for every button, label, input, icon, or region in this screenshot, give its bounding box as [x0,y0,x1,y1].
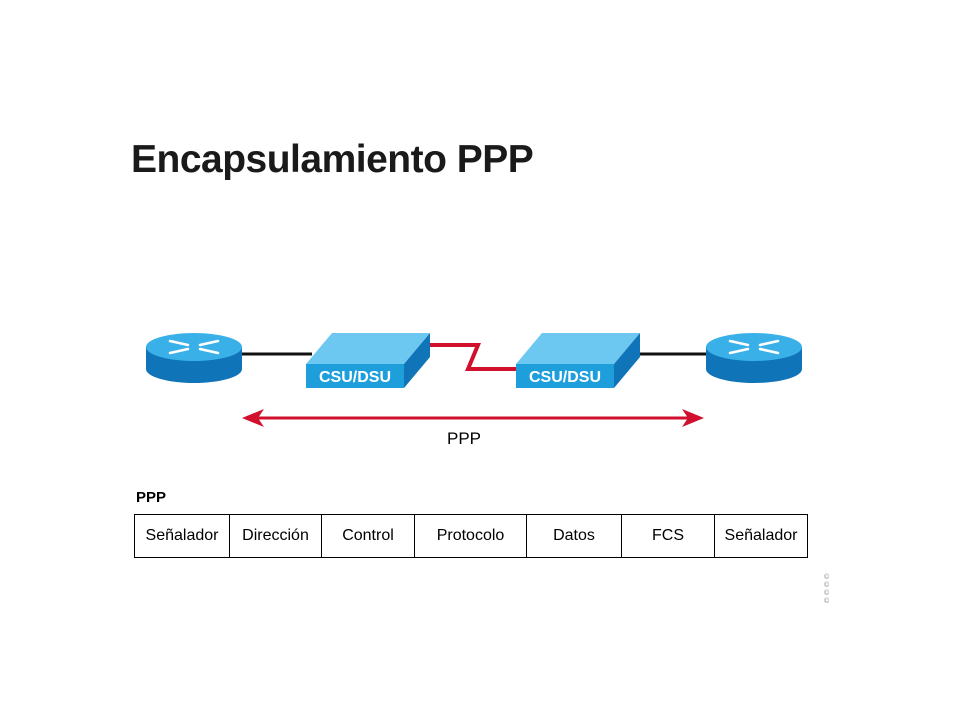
router-left-icon [146,333,242,383]
csu-dsu-left-label: CSU/DSU [319,369,391,386]
ppp-frame: Señalador Dirección Control Protocolo Da… [134,514,808,558]
frame-field-address: Dirección [230,515,322,557]
frame-field-flag-end: Señalador [724,527,798,544]
frame-label: PPP [136,489,167,506]
serial-link [430,343,522,371]
csu-dsu-left-icon [306,333,430,388]
router-right-icon [706,333,802,383]
csu-dsu-right-label: CSU/DSU [529,369,601,386]
frame-field-data: Datos [527,515,622,557]
frame-field-flag-start: Señalador [135,515,230,557]
csu-dsu-right-icon [516,333,640,388]
ppp-double-arrow [242,409,704,427]
frame-field-fcs: FCS [622,515,715,557]
copyright-mark: ©©©© [824,574,830,605]
page-title: Encapsulamiento PPP [131,138,534,181]
frame-field-protocol: Protocolo [415,515,527,557]
ppp-link-label: PPP [447,429,481,448]
frame-field-control: Control [322,515,415,557]
